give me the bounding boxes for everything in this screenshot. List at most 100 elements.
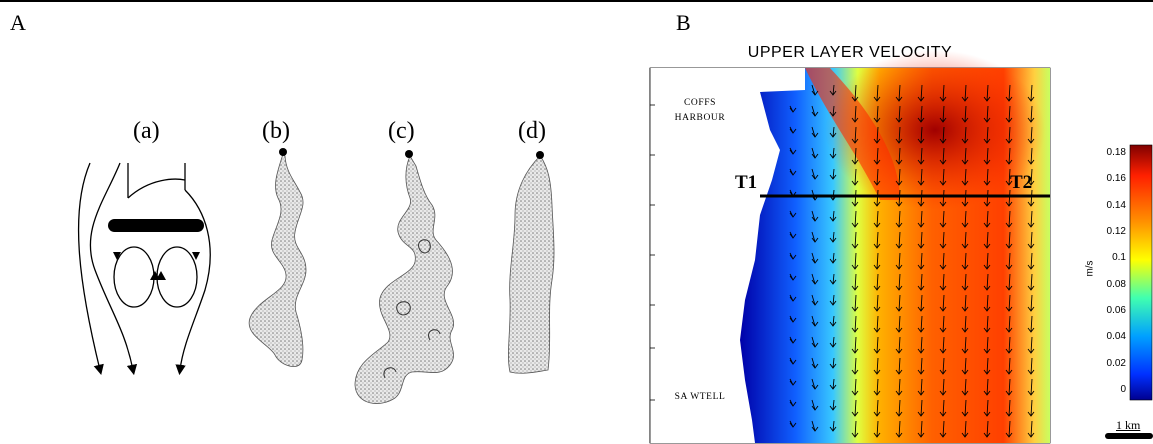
velocity-arrow: [917, 126, 925, 144]
colorbar-tick: 0: [1120, 384, 1126, 395]
velocity-arrow: [829, 399, 837, 411]
velocity-arrow: [1005, 357, 1013, 375]
velocity-arrow: [851, 420, 859, 438]
wake-label-b: (b): [262, 118, 290, 144]
velocity-arrow: [939, 147, 947, 165]
velocity-arrow: [811, 273, 819, 285]
velocity-arrow: [961, 252, 969, 270]
velocity-arrow: [895, 420, 903, 438]
velocity-arrow: [811, 168, 819, 180]
velocity-arrow: [851, 189, 859, 207]
velocity-arrow: [873, 105, 881, 123]
velocity-arrow: [789, 210, 797, 218]
velocity-arrow: [1027, 378, 1035, 396]
top-border: [0, 0, 1153, 2]
colorbar-tick: 0.06: [1106, 305, 1126, 316]
velocity-arrow: [851, 315, 859, 333]
colorbar: [1129, 144, 1153, 401]
wake-b-shape: [248, 153, 307, 367]
transect-t2: T2: [1010, 172, 1033, 193]
velocity-arrow: [873, 399, 881, 417]
velocity-arrow: [1005, 231, 1013, 249]
velocity-arrow: [1005, 273, 1013, 291]
velocity-arrow: [1005, 126, 1013, 144]
velocity-arrow: [895, 126, 903, 144]
velocity-arrow: [961, 147, 969, 165]
velocity-arrow: [939, 357, 947, 375]
velocity-arrow: [789, 147, 797, 155]
velocity-arrow: [895, 189, 903, 207]
velocity-arrow: [917, 336, 925, 354]
velocity-arrow: [811, 357, 819, 369]
velocity-arrow: [939, 252, 947, 270]
velocity-arrow: [851, 357, 859, 375]
velocity-arrow: [939, 336, 947, 354]
velocity-arrow: [789, 105, 797, 113]
velocity-arrow: [895, 336, 903, 354]
velocity-arrow: [1027, 252, 1035, 270]
velocity-arrow: [939, 126, 947, 144]
velocity-arrow: [1005, 294, 1013, 312]
velocity-arrow: [811, 147, 819, 159]
velocity-arrow: [917, 399, 925, 417]
velocity-arrow: [983, 189, 991, 207]
velocity-arrow: [1027, 294, 1035, 312]
velocity-arrow: [1005, 189, 1013, 207]
velocity-arrow: [789, 231, 797, 239]
velocity-arrow: [895, 147, 903, 165]
velocity-arrow: [983, 105, 991, 123]
velocity-arrow: [1027, 315, 1035, 333]
velocity-arrow: [789, 273, 797, 281]
velocity-arrow: [895, 399, 903, 417]
velocity-arrow: [851, 147, 859, 165]
dot-source-icon: [279, 148, 287, 156]
velocity-arrow: [873, 252, 881, 270]
velocity-arrow: [873, 294, 881, 312]
dot-source-icon-d: [536, 151, 544, 159]
velocity-arrow: [983, 357, 991, 375]
velocity-arrow: [829, 336, 837, 348]
velocity-arrows: [789, 84, 1035, 438]
velocity-arrow: [1027, 273, 1035, 291]
velocity-arrow: [829, 378, 837, 390]
velocity-arrow: [917, 105, 925, 123]
velocity-arrow: [873, 210, 881, 228]
velocity-arrow: [983, 231, 991, 249]
velocity-arrow: [829, 168, 837, 180]
velocity-arrow: [873, 273, 881, 291]
colorbar-tick: 0.02: [1106, 357, 1126, 369]
velocity-arrow: [1027, 420, 1035, 438]
velocity-arrow: [961, 168, 969, 186]
velocity-arrow: [1005, 420, 1013, 438]
velocity-arrow: [983, 273, 991, 291]
velocity-arrow: [1027, 210, 1035, 228]
wake-label-a: (a): [133, 118, 160, 144]
velocity-arrow: [789, 399, 797, 407]
place-coffs: COFFS HARBOUR: [670, 96, 730, 126]
velocity-arrow: [851, 252, 859, 270]
velocity-arrow: [961, 84, 969, 102]
velocity-arrow: [917, 420, 925, 438]
velocity-arrow: [961, 105, 969, 123]
velocity-arrow: [1005, 210, 1013, 228]
velocity-arrow: [789, 126, 797, 134]
velocity-arrow: [811, 105, 819, 117]
colorbar-tick: 0.14: [1106, 199, 1126, 211]
colorbar-tick: 0.12: [1106, 226, 1126, 237]
velocity-arrow: [873, 378, 881, 396]
velocity-arrow: [917, 273, 925, 291]
velocity-arrow: [895, 294, 903, 312]
velocity-arrow: [983, 378, 991, 396]
velocity-arrow: [1027, 231, 1035, 249]
vortex-arrow-down-left: [113, 252, 121, 260]
velocity-arrow: [1027, 399, 1035, 417]
velocity-arrow: [829, 252, 837, 264]
velocity-arrow: [1005, 252, 1013, 270]
velocity-arrow: [961, 189, 969, 207]
velocity-arrow: [983, 168, 991, 186]
velocity-arrow: [983, 147, 991, 165]
velocity-arrow: [1005, 168, 1013, 186]
velocity-arrow: [961, 378, 969, 396]
velocity-arrow: [873, 357, 881, 375]
velocity-arrow: [895, 252, 903, 270]
